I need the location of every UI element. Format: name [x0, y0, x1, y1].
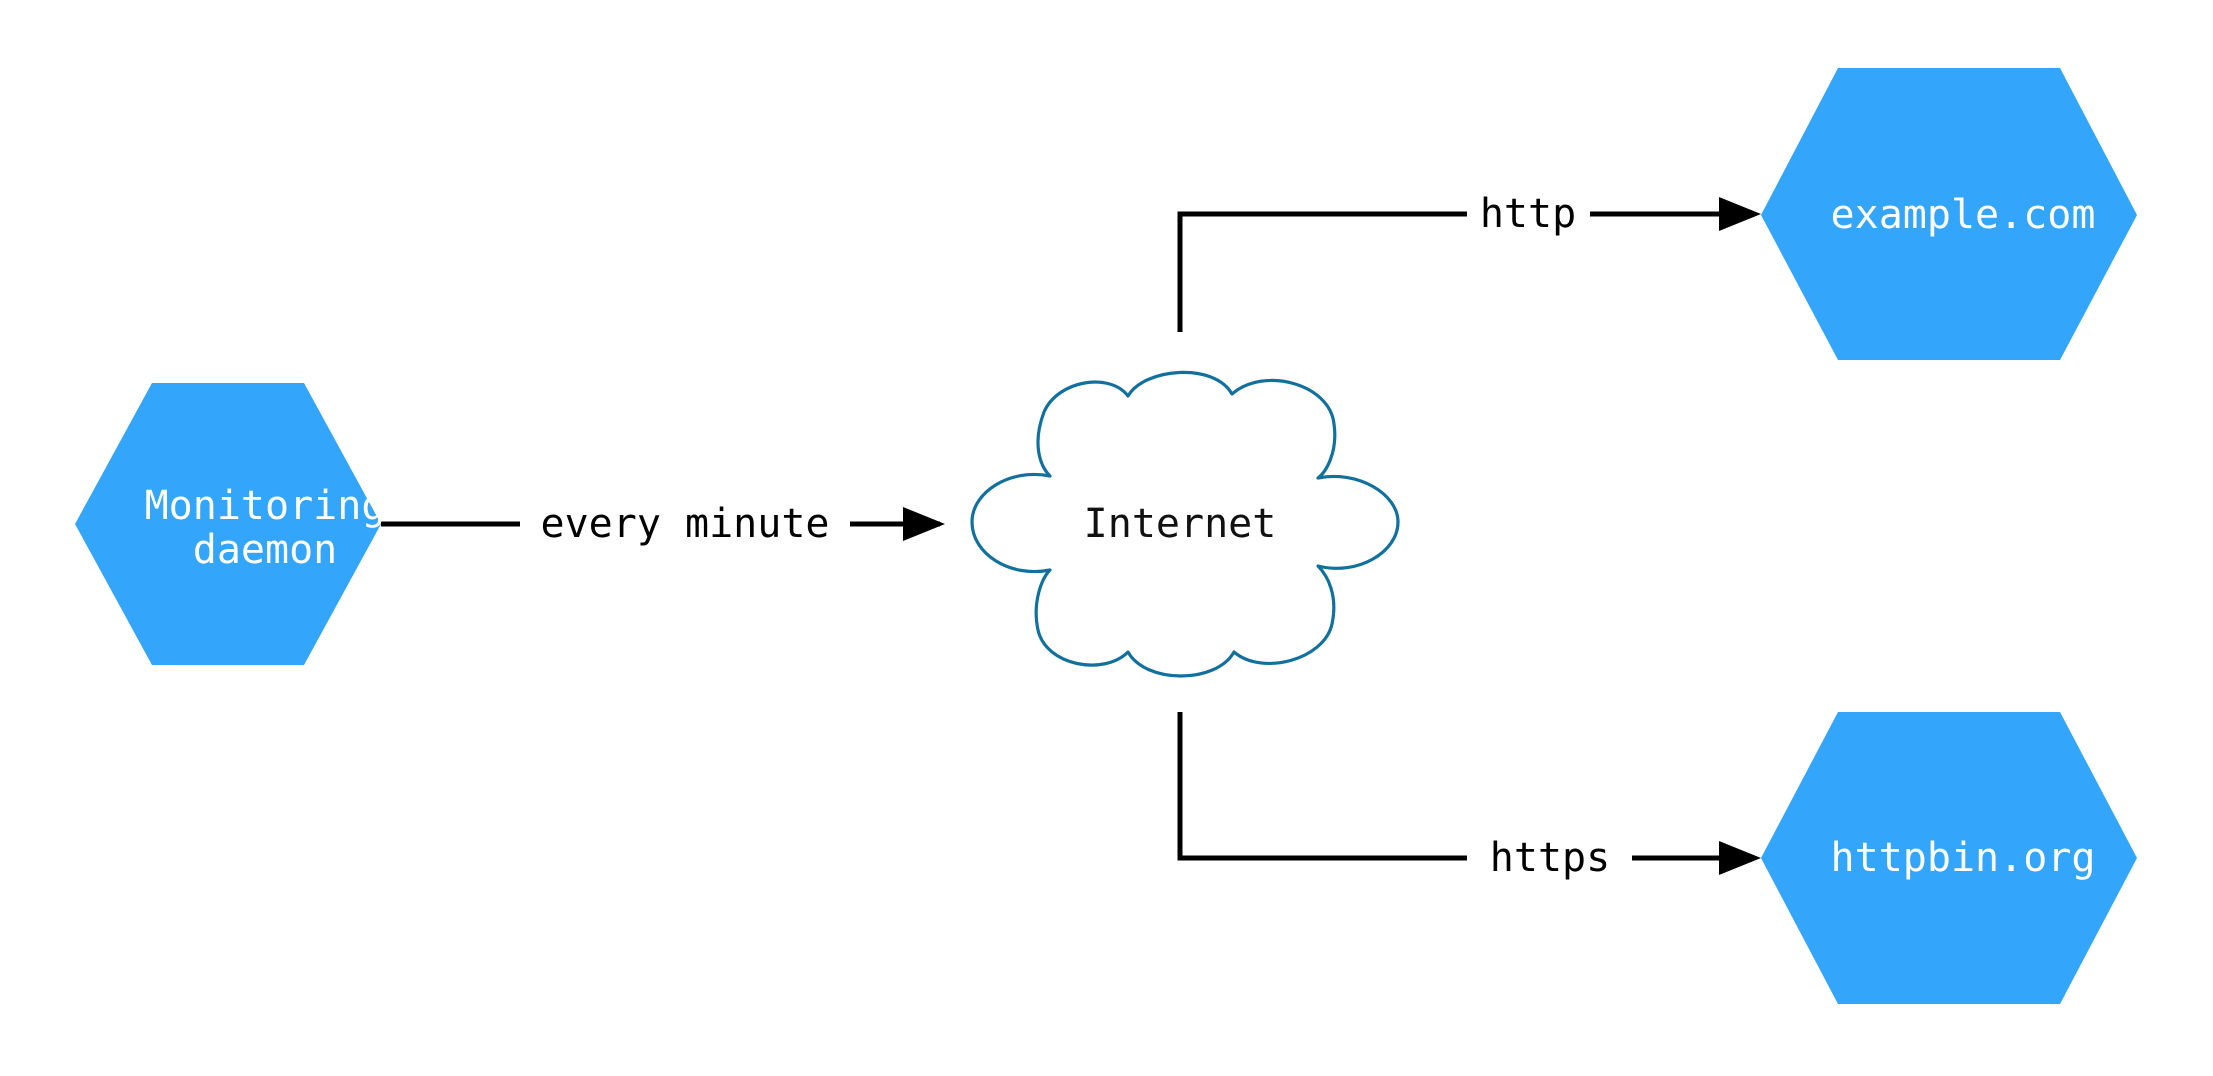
arrowhead-to-example-com: [1719, 197, 1761, 231]
hexagon-shape-monitoring-daemon: [75, 383, 381, 665]
node-label-httpbin-org: httpbin.org: [1831, 835, 2096, 881]
hexagon-shape-httpbin-org: [1761, 712, 2137, 1004]
edge-internet-to-httpbin[interactable]: https: [1177, 712, 1761, 881]
node-internet[interactable]: Internet: [970, 370, 1400, 678]
hexagon-shape-example-com: [1761, 68, 2137, 360]
node-label-monitoring-daemon-line2: daemon: [193, 527, 338, 573]
node-label-monitoring-daemon-line1: Monitoring: [145, 483, 386, 529]
node-monitoring-daemon[interactable]: Monitoring daemon: [75, 383, 385, 665]
node-httpbin-org[interactable]: httpbin.org: [1761, 712, 2137, 1004]
edge-label-https: https: [1490, 835, 1610, 881]
edge-label-http: http: [1480, 191, 1576, 237]
node-example-com[interactable]: example.com: [1761, 68, 2137, 360]
edge-label-every-minute: every minute: [541, 501, 830, 547]
arrowhead-to-httpbin-org: [1719, 841, 1761, 875]
edge-internet-to-example[interactable]: http: [1177, 191, 1761, 332]
node-label-internet: Internet: [1084, 501, 1277, 547]
node-label-example-com: example.com: [1831, 192, 2096, 238]
edge-daemon-to-internet[interactable]: every minute: [381, 501, 945, 547]
arrowhead-to-internet: [903, 507, 945, 541]
edge-elbow-https-vertical: [1177, 712, 1467, 861]
edge-elbow-http-vertical: [1177, 211, 1467, 332]
